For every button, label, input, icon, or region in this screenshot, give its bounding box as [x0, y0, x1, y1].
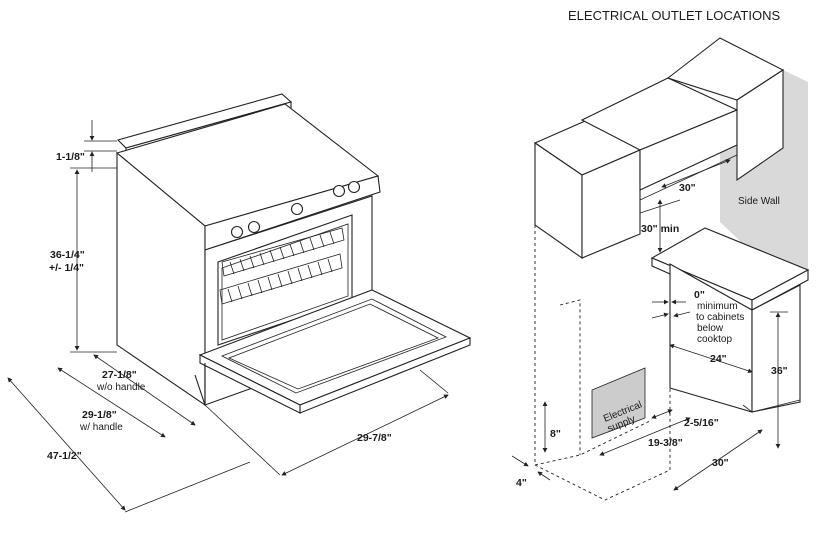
- dim-depth-no-handle: 27-1/8": [102, 369, 137, 381]
- dim-30-bottom: 30": [712, 457, 729, 469]
- clearance-label-4: cooktop: [697, 334, 732, 345]
- dim-19-3-8: 19-3/8": [648, 437, 683, 449]
- clearance-label-0: 0": [694, 289, 705, 301]
- diagram-title: ELECTRICAL OUTLET LOCATIONS: [568, 8, 780, 23]
- oven-rack-lower: [219, 253, 343, 305]
- installation-dimensions: Side Wall 30" 30" min 0" minimum to cabi…: [511, 159, 788, 491]
- dim-depth-handle: 29-1/8": [82, 409, 117, 421]
- clearance-label-2: to cabinets: [696, 312, 744, 323]
- clearance-label-3: below: [697, 323, 724, 334]
- dim-width: 29-7/8": [357, 432, 392, 444]
- dim-4: 4": [516, 477, 527, 489]
- installation-illustration: Electrical supply: [533, 37, 810, 501]
- dim-height-tolerance: +/- 1/4": [49, 262, 84, 274]
- range-illustration: [115, 93, 472, 414]
- dim-hood-30: 30": [679, 182, 696, 194]
- clearance-label-1: minimum: [697, 301, 738, 312]
- dim-2-5-16: 2-5/16": [684, 417, 719, 429]
- dim-30-min: 30" min: [641, 223, 679, 235]
- dim-depth-handle-note: w/ handle: [79, 422, 123, 433]
- dim-8: 8": [550, 428, 561, 440]
- knob-icon: [332, 184, 346, 198]
- dim-height-label: 36-1/4": [50, 249, 85, 261]
- knob-icon: [247, 220, 261, 234]
- dim-depth-no-handle-note: w/o handle: [96, 382, 146, 393]
- range-dimensions: 1-1/8" 36-1/4" +/- 1/4" 27-1/8" w/o hand…: [7, 120, 449, 513]
- oven-rack-upper: [221, 227, 345, 277]
- dim-24: 24": [710, 353, 727, 365]
- range-footprint-outline: [534, 225, 671, 501]
- knob-icon: [230, 225, 244, 239]
- knob-icon: [290, 202, 304, 216]
- dim-total-depth: 47-1/2": [47, 450, 82, 462]
- knob-icon: [347, 180, 361, 194]
- dim-top-label: 1-1/8": [56, 151, 85, 163]
- dim-36: 36": [771, 365, 788, 377]
- side-wall-label: Side Wall: [738, 196, 780, 207]
